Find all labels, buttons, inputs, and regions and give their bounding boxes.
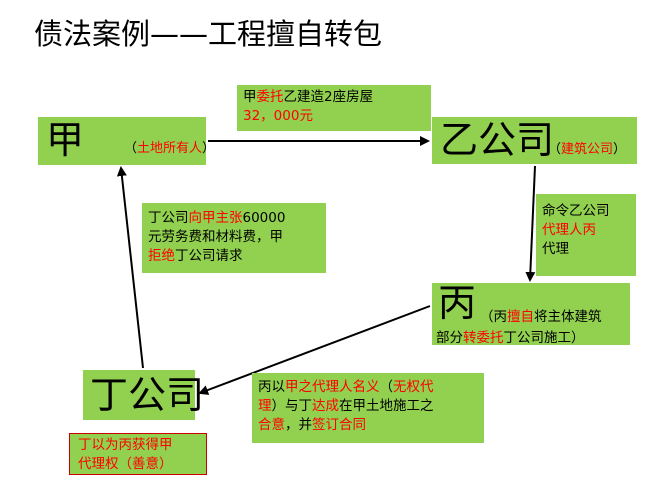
party-jia-role: （土地所有人） <box>124 141 216 156</box>
party-ding-name: 丁公司 <box>90 373 205 417</box>
party-jia-box: 甲 （土地所有人） <box>38 117 215 165</box>
party-yi-name: 乙公司 <box>440 118 555 162</box>
arrow-bing-to-ding <box>198 305 431 395</box>
note-goodfaith: 丁以为丙获得甲 代理权（善意） <box>69 433 207 475</box>
note-agency: 丙以甲之代理人名义（无权代 理）与丁达成在甲土地施工之 合意，并签订合同 <box>252 373 484 443</box>
party-bing-desc-line1: （丙擅自将主体建筑 <box>480 309 602 325</box>
arrow-ding-to-jia <box>116 166 144 369</box>
party-bing-name: 丙 <box>438 281 477 325</box>
party-yi-box: 乙公司 （建筑公司） <box>432 117 637 164</box>
note-order: 命令乙公司 代理人丙 代理 <box>536 194 636 276</box>
note-claim: 丁公司向甲主张60000 元劳务费和材料费，甲 拒绝丁公司请求 <box>142 203 326 273</box>
party-yi-role: （建筑公司） <box>548 142 627 157</box>
page-title: 债法案例——工程擅自转包 <box>34 17 383 51</box>
note-contract: 甲委托乙建造2座房屋 32，000元 <box>237 85 431 131</box>
party-bing-box: 丙 （丙擅自将主体建筑 部分转委托丁公司施工） <box>432 281 630 346</box>
party-bing-desc-line2: 部分转委托丁公司施工） <box>436 330 585 346</box>
party-jia-name: 甲 <box>46 118 85 162</box>
arrow-yi-to-bing <box>525 165 536 282</box>
party-ding-box: 丁公司 <box>83 370 204 420</box>
